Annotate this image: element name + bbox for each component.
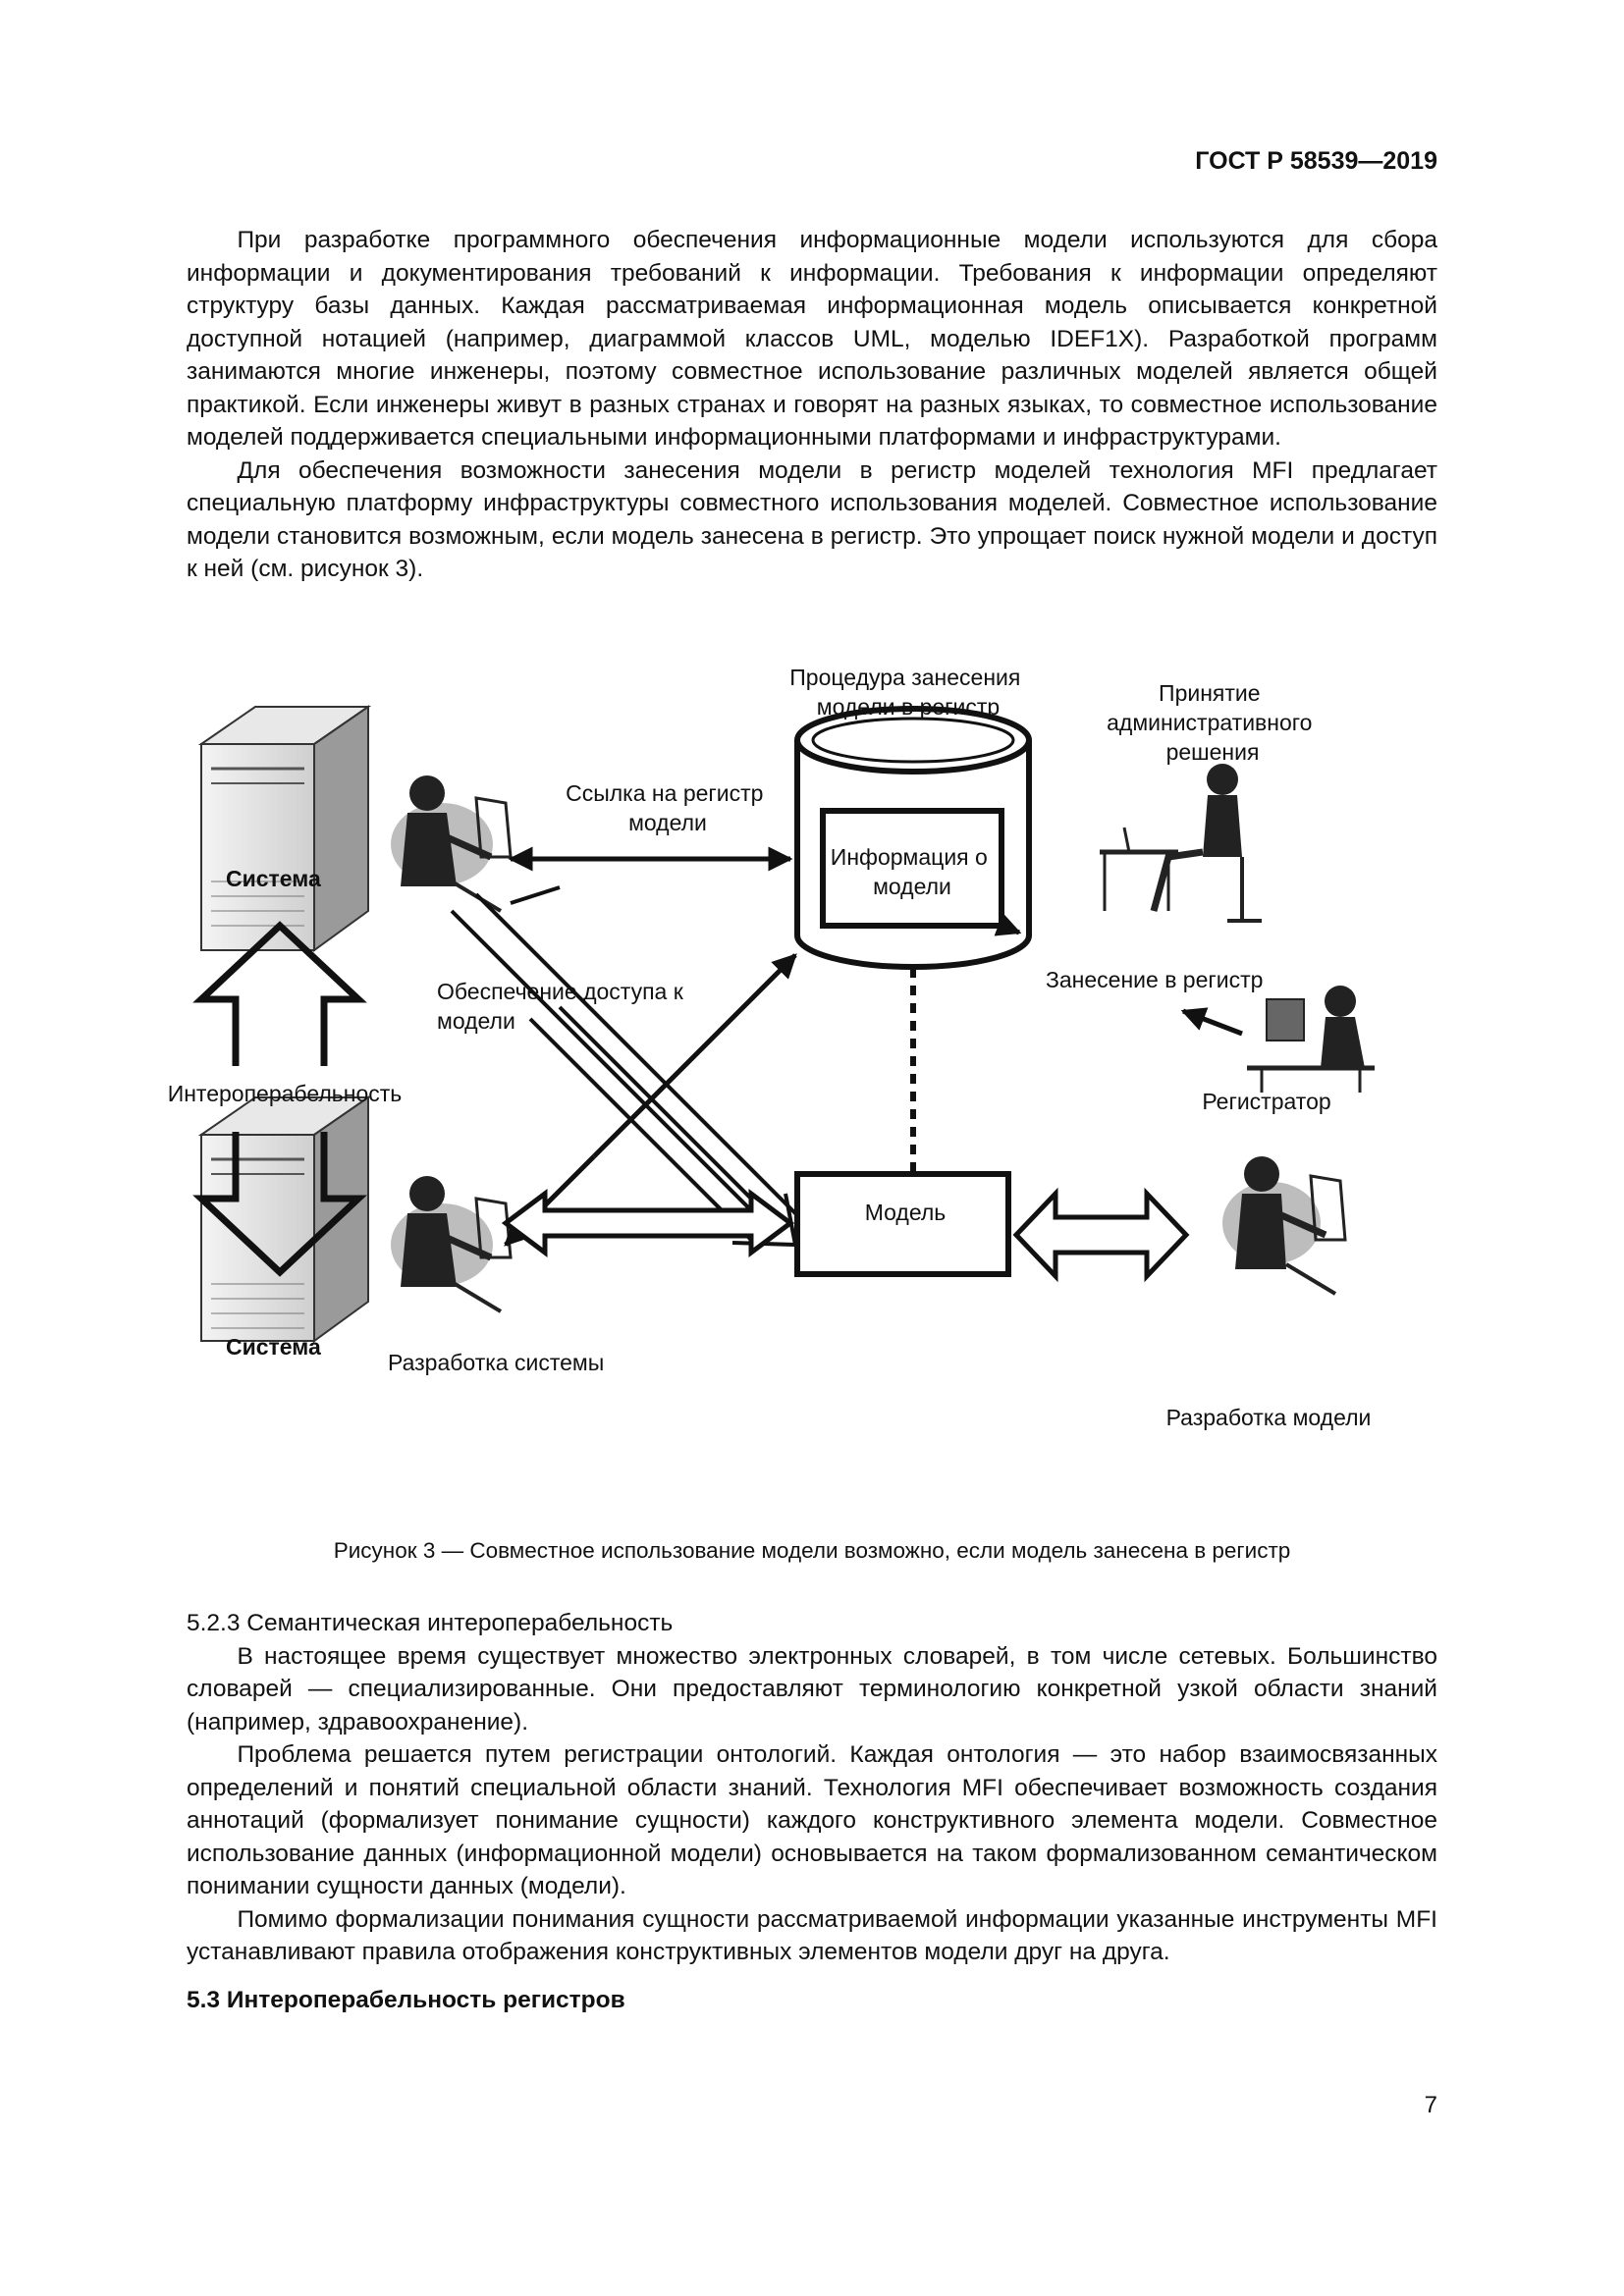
section-5-2-3-heading: 5.2.3 Семантическая интероперабельность <box>187 1610 674 1636</box>
model-info-box <box>820 808 1004 929</box>
access-hollow-arrow <box>450 885 799 1248</box>
model-info-line-1: Информация о <box>831 844 988 870</box>
access-line-2: модели <box>437 1008 515 1034</box>
model-info-label: Информация о модели <box>831 844 994 899</box>
procedure-line-2: модели в регистр <box>817 694 1000 720</box>
model-dev-label: Разработка модели <box>1166 1405 1372 1430</box>
register-entry-arrow <box>1180 1007 1243 1037</box>
system-dev-hollow-arrow <box>501 1189 795 1257</box>
section-5-3-title: 5.3 Интероперабельность регистров <box>187 1987 625 2013</box>
system-bottom-label: Система <box>226 1334 321 1360</box>
admin-line-1: Принятие <box>1159 680 1261 706</box>
page-number: 7 <box>1424 2092 1437 2118</box>
info-inner-arrow <box>994 913 1022 936</box>
registry-link-line-2: модели <box>628 810 707 835</box>
model-dev-hollow-arrow <box>1012 1187 1190 1283</box>
interop-label: Интероперабельность <box>168 1081 403 1106</box>
model-info-line-2: модели <box>873 874 951 899</box>
model-box <box>794 1171 1011 1277</box>
document-header: ГОСТ Р 58539—2019 <box>1195 147 1437 175</box>
model-label: Модель <box>865 1200 947 1225</box>
model-developer-icon <box>1222 1156 1347 1296</box>
registry-link-line-1: Ссылка на регистр <box>566 780 763 806</box>
system-dev-label: Разработка системы <box>388 1350 604 1375</box>
register-entry-label: Занесение в регистр <box>1046 967 1263 992</box>
interop-up-arrow <box>192 921 367 1066</box>
admin-line-3: решения <box>1166 739 1260 765</box>
server-top-icon <box>197 705 372 952</box>
admin-decision-label: Принятие административного решения <box>1107 680 1319 765</box>
section-5-2-3-paragraph-2: Проблема решается путем регистрации онто… <box>187 1741 1437 1899</box>
access-label: Обеспечение доступа к модели <box>437 979 689 1034</box>
engineer-top-icon <box>391 775 513 913</box>
section-5-2-3-paragraph-1: В настоящее время существует множество э… <box>187 1642 1437 1735</box>
figure-3: Система Система Интероперабельность <box>157 656 1424 1461</box>
interop-down-arrow <box>192 1132 367 1277</box>
intro-paragraph-1: При разработке программного обеспечения … <box>187 227 1437 451</box>
section-5-2-3-paragraph-3: Помимо формализации понимания сущности р… <box>187 1905 1437 1966</box>
procedure-line-1: Процедура занесения <box>789 665 1020 690</box>
administrator-icon <box>1100 764 1262 923</box>
admin-line-2: административного <box>1107 710 1312 735</box>
server-bottom-icon <box>197 1095 372 1343</box>
intro-text: При разработке программного обеспечения … <box>187 224 1437 586</box>
figure-caption: Рисунок 3 — Совместное использование мод… <box>333 1538 1291 1563</box>
registry-link-label: Ссылка на регистр модели <box>566 780 770 835</box>
engineer-bottom-icon <box>391 1176 513 1313</box>
registrar-label: Регистратор <box>1202 1089 1330 1114</box>
registrar-icon <box>1247 986 1375 1093</box>
section-5-2-3: 5.2.3 Семантическая интероперабельность … <box>187 1607 1437 1969</box>
model-to-registry-arrow <box>592 953 797 1158</box>
access-line-1: Обеспечение доступа к <box>437 979 684 1004</box>
intro-paragraph-2: Для обеспечения возможности занесения мо… <box>187 456 1437 583</box>
procedure-label: Процедура занесения модели в регистр <box>789 665 1026 720</box>
system-top-label: Система <box>226 866 321 891</box>
figure-diagram: Система Система Интероперабельность <box>168 665 1375 1430</box>
